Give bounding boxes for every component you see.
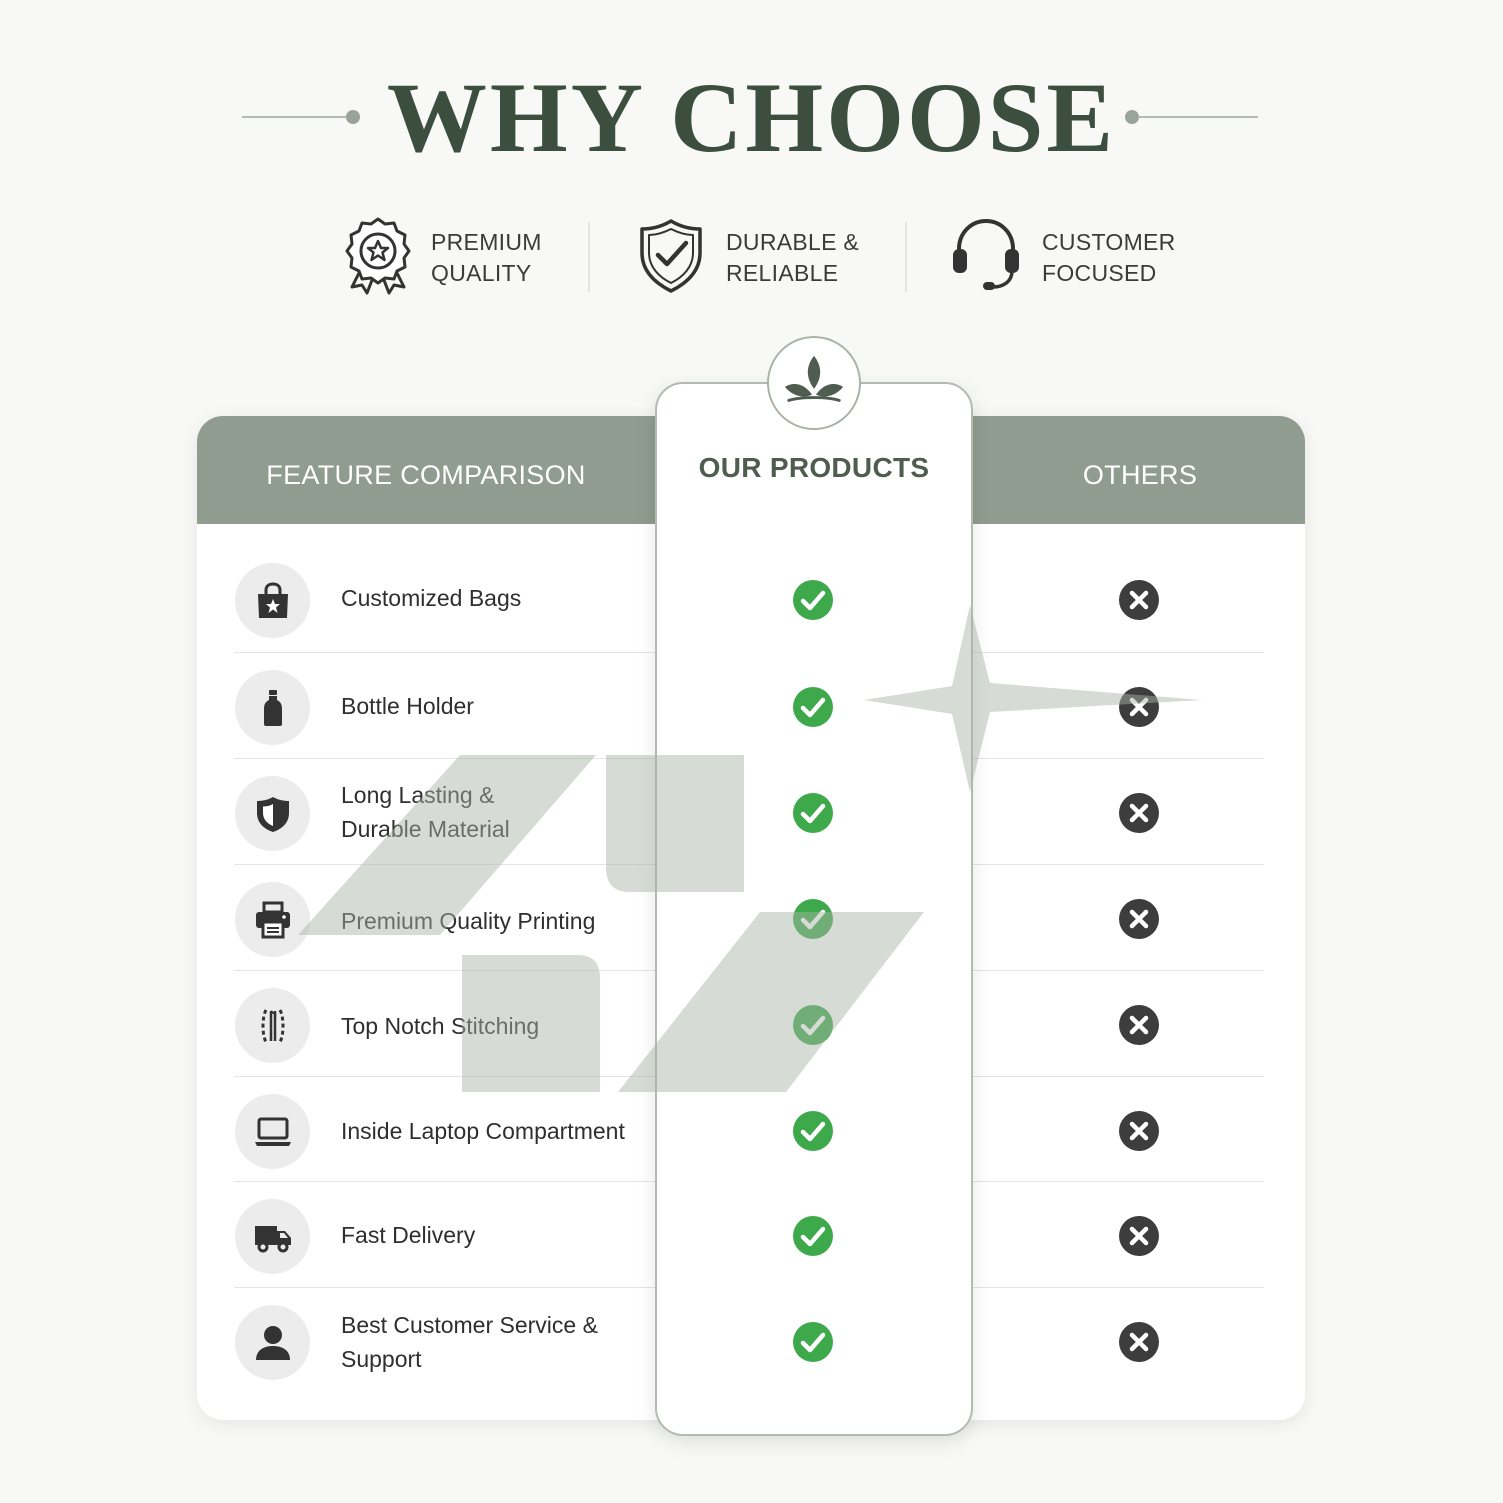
feature-label: Customized Bags <box>341 585 522 611</box>
page-title: WHY CHOOSE <box>386 62 1117 173</box>
table-row: Customized Bags <box>0 546 1503 652</box>
check-icon <box>793 580 833 620</box>
column-header-feature: FEATURE COMPARISON <box>266 460 586 490</box>
shield-icon <box>257 797 289 832</box>
printer-icon <box>256 901 290 939</box>
badge-label: DURABLE &RELIABLE <box>726 229 860 286</box>
feature-icon-wrap <box>235 1305 310 1380</box>
feature-icon-wrap <box>235 563 310 638</box>
feature-label: Inside Laptop Compartment <box>341 1118 625 1144</box>
feature-label: Fast Delivery <box>341 1222 476 1248</box>
feature-icon-wrap <box>235 988 310 1063</box>
headset-icon <box>953 218 1019 290</box>
delivery-truck-icon <box>255 1226 291 1253</box>
check-icon <box>793 1216 833 1256</box>
cross-icon <box>1119 793 1159 833</box>
check-icon <box>793 793 833 833</box>
table-row: Fast Delivery <box>0 1182 1503 1288</box>
table-row: Inside Laptop Compartment <box>0 1077 1503 1183</box>
cross-icon <box>1119 1216 1159 1256</box>
check-icon <box>793 687 833 727</box>
feature-label: Top Notch Stitching <box>341 1013 540 1039</box>
cross-icon <box>1119 1005 1159 1045</box>
products-badge <box>767 336 861 430</box>
column-header-others: OTHERS <box>1082 460 1198 490</box>
shopping-bag-star-icon <box>258 582 288 618</box>
title-left-dot <box>346 110 360 124</box>
bottle-icon <box>264 690 282 726</box>
cross-icon <box>1119 580 1159 620</box>
feature-label: Best Customer Service &Support <box>341 1312 598 1372</box>
cross-icon <box>1119 1111 1159 1151</box>
feature-icon-wrap <box>235 882 310 957</box>
check-icon <box>793 1322 833 1362</box>
feature-label: Premium Quality Printing <box>341 908 596 934</box>
check-icon <box>793 1111 833 1151</box>
feature-label: Long Lasting &Durable Material <box>341 782 510 842</box>
table-row: Top Notch Stitching <box>0 971 1503 1077</box>
stitching-icon <box>261 1009 285 1043</box>
cross-icon <box>1119 687 1159 727</box>
table-row: Long Lasting &Durable Material <box>0 759 1503 865</box>
feature-icon-wrap <box>235 1094 310 1169</box>
leaf-plant-icon <box>784 355 844 402</box>
laptop-icon <box>255 1117 291 1146</box>
check-icon <box>793 899 833 939</box>
table-row: Premium Quality Printing <box>0 865 1503 971</box>
user-icon <box>256 1326 290 1360</box>
title-left-line <box>242 116 352 118</box>
badge-separator <box>588 222 590 292</box>
title-right-dot <box>1125 110 1139 124</box>
shield-check-icon <box>640 219 702 293</box>
title-right-line <box>1138 116 1258 118</box>
badge-separator <box>905 222 907 292</box>
title-section: WHY CHOOSE <box>0 60 1503 180</box>
feature-icon-wrap <box>235 670 310 745</box>
cross-icon <box>1119 899 1159 939</box>
feature-label: Bottle Holder <box>341 693 474 719</box>
award-ribbon-icon <box>345 217 411 295</box>
feature-icon-wrap <box>235 776 310 851</box>
column-header-products: OUR PRODUCTS <box>698 452 930 483</box>
table-row: Bottle Holder <box>0 653 1503 759</box>
feature-icon-wrap <box>235 1199 310 1274</box>
table-row: Best Customer Service &Support <box>0 1288 1503 1394</box>
cross-icon <box>1119 1322 1159 1362</box>
check-icon <box>793 1005 833 1045</box>
